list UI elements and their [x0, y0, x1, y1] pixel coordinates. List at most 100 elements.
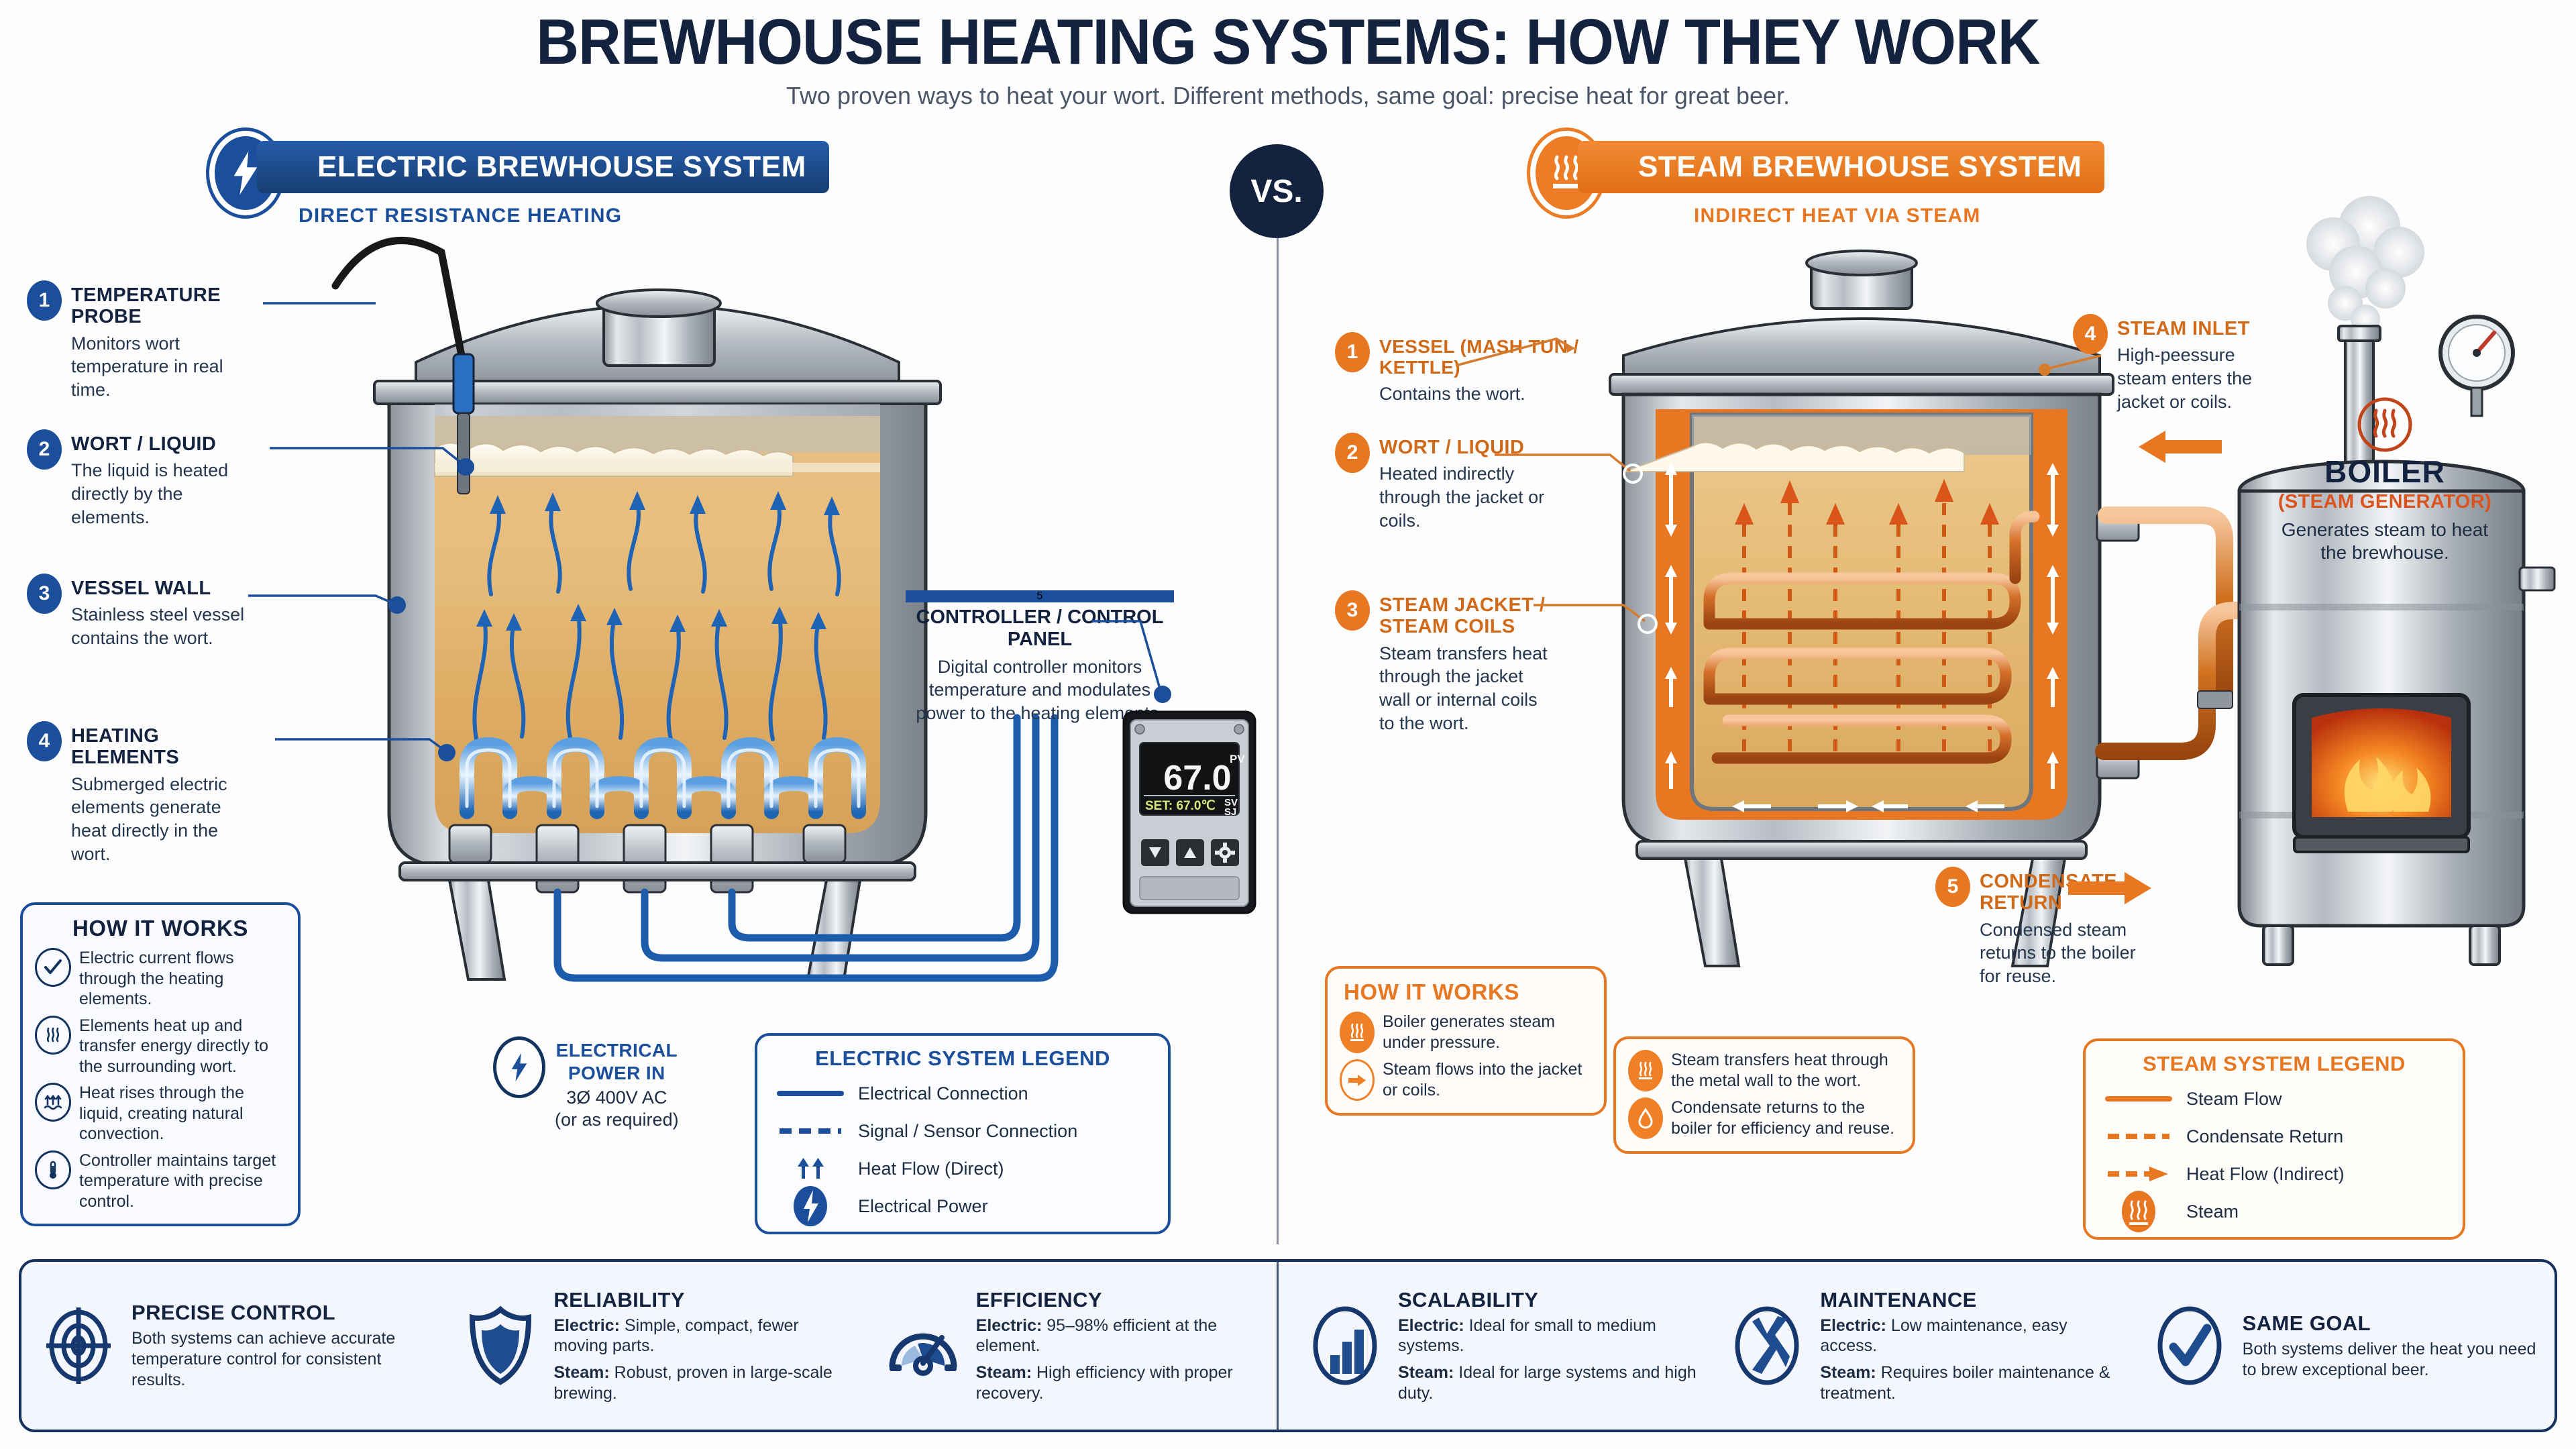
- how-it-works-item: Controller maintains target temperature …: [35, 1150, 286, 1212]
- controller-panel[interactable]: 67.0 PV SET: 67.0℃ SV SJ: [1122, 708, 1256, 916]
- electric-callout-3: 3 VESSEL WALL Stainless steel vessel con…: [27, 574, 248, 650]
- comparison-line: Robust, proven in large-scale brewing.: [553, 1363, 833, 1403]
- callout-title: WORT / LIQUID: [71, 433, 217, 455]
- thermometer-icon: [35, 1150, 71, 1189]
- legend-label: Electrical Power: [858, 1195, 988, 1216]
- callout-body: Condensed steam returns to the boiler fo…: [1980, 919, 2136, 987]
- steam-callout-3: 3 STEAM JACKET / STEAM COILS Steam trans…: [1335, 590, 1556, 735]
- droplet-icon: [1628, 1097, 1663, 1139]
- controller-sv-label2: SJ: [1224, 806, 1236, 818]
- callout-number: 4: [2073, 314, 2108, 354]
- comparison-line: 95–98% efficient at the element.: [975, 1316, 1218, 1356]
- heat-waves-icon: [1340, 1012, 1375, 1053]
- callout-body: High-peessure steam enters the jacket or…: [2117, 345, 2253, 412]
- electric-badge-bar: ELECTRIC BREWHOUSE SYSTEM: [257, 141, 829, 193]
- comparison-line-bold: Electric:: [975, 1316, 1042, 1335]
- comparison-line-bold: Steam:: [1820, 1363, 1876, 1382]
- steam-badge-bar: STEAM BREWHOUSE SYSTEM: [1578, 141, 2105, 193]
- legend-heading: STEAM SYSTEM LEGEND: [2143, 1052, 2406, 1075]
- callout-body: The liquid is heated directly by the ele…: [71, 460, 229, 527]
- electric-vessel-illustration: [331, 236, 1059, 982]
- electrical-power-in: ELECTRICAL POWER IN 3Ø 400V AC (or as re…: [493, 1036, 735, 1130]
- power-in-title-1: ELECTRICAL: [555, 1040, 678, 1061]
- steam-badge-title: STEAM BREWHOUSE SYSTEM: [1638, 150, 2082, 183]
- callout-number: 5: [906, 590, 1174, 602]
- comparison-line-bold: Electric:: [1820, 1316, 1886, 1335]
- how-it-works-text: Steam transfers heat through the metal w…: [1671, 1051, 1888, 1090]
- callout-number: 2: [27, 429, 62, 470]
- check-circle-icon: [35, 948, 71, 987]
- boiler-name: BOILER: [2324, 454, 2445, 489]
- solid-line-icon: [773, 1080, 847, 1107]
- comparison-line-bold: Steam:: [975, 1363, 1032, 1382]
- steam-badge-icon: [2102, 1191, 2176, 1232]
- how-it-works-text: Controller maintains target temperature …: [79, 1150, 276, 1211]
- legend-row: Electrical Power: [773, 1186, 1152, 1226]
- check-circle-icon: [2150, 1303, 2229, 1389]
- comparison-bar-divider: [1277, 1259, 1279, 1432]
- comparison-line: High efficiency with proper recovery.: [975, 1363, 1233, 1403]
- comparison-item-reliability: RELIABILITY Electric: Simple, compact, f…: [443, 1262, 865, 1430]
- comparison-item-efficiency: EFFICIENCY Electric: 95–98% efficient at…: [866, 1262, 1288, 1430]
- legend-row: Steam: [2102, 1191, 2447, 1232]
- how-it-works-heading: HOW IT WORKS: [1344, 979, 1519, 1004]
- boiler-subname: (STEAM GENERATOR): [2277, 491, 2492, 513]
- controller-sv-value: SET: 67.0℃: [1145, 799, 1216, 813]
- heat-waves-icon: [35, 1015, 71, 1055]
- dashed-line-icon: [2102, 1123, 2176, 1150]
- triangle-up-icon: [1184, 847, 1196, 858]
- steam-leader-lines: [1455, 337, 2102, 634]
- callout-number: 3: [27, 574, 62, 614]
- comparison-title: MAINTENANCE: [1820, 1287, 1977, 1311]
- comparison-line-bold: Steam:: [553, 1363, 610, 1382]
- callout-title: TEMPERATURE PROBE: [71, 284, 221, 328]
- legend-row: Steam Flow: [2102, 1085, 2447, 1112]
- steam-callout-1: 1 VESSEL (MASH TUN / KETTLE) Contains th…: [1335, 332, 1617, 405]
- boiler-illustration: [2237, 196, 2556, 966]
- power-in-title-2: POWER IN: [568, 1062, 665, 1083]
- how-it-works-item: Elements heat up and transfer energy dir…: [35, 1015, 286, 1077]
- callout-body: Steam transfers heat through the jacket …: [1379, 643, 1548, 733]
- comparison-line: Requires boiler maintenance & treatment.: [1820, 1363, 2110, 1403]
- wrench-icon: [1727, 1303, 1807, 1389]
- comparison-line-bold: Electric:: [1397, 1316, 1464, 1335]
- arrow-right-circle-icon: [1340, 1059, 1375, 1101]
- callout-number: 3: [1335, 590, 1370, 631]
- electric-callout-4: 4 HEATING ELEMENTS Submerged electric el…: [27, 721, 248, 865]
- callout-title: HEATING ELEMENTS: [71, 725, 180, 769]
- callout-body: Contains the wort.: [1379, 383, 1525, 404]
- comparison-line: Ideal for large systems and high duty.: [1397, 1363, 1697, 1403]
- steam-plume: [2306, 196, 2424, 346]
- callout-number: 1: [27, 280, 62, 321]
- shield-icon: [461, 1303, 540, 1389]
- electric-callout-2: 2 WORT / LIQUID The liquid is heated dir…: [27, 429, 248, 529]
- how-it-works-text: Steam flows into the jacket or coils.: [1383, 1060, 1582, 1099]
- screw-icon: [1234, 724, 1244, 735]
- lightning-bolt-icon: [233, 151, 258, 195]
- legend-label: Steam: [2186, 1201, 2239, 1222]
- comparison-line-bold: Steam:: [1397, 1363, 1454, 1382]
- versus-badge: VS.: [1230, 144, 1324, 238]
- legend-heading: ELECTRIC SYSTEM LEGEND: [815, 1046, 1110, 1070]
- legend-row: Electrical Connection: [773, 1080, 1152, 1107]
- callout-body: Submerged electric elements generate hea…: [71, 773, 227, 864]
- callout-body: Stainless steel vessel contains the wort…: [71, 604, 245, 649]
- electric-how-it-works: HOW IT WORKS Electric current flows thro…: [20, 902, 301, 1226]
- comparison-line: Ideal for small to medium systems.: [1397, 1316, 1656, 1356]
- legend-row: Heat Flow (Direct): [773, 1155, 1152, 1182]
- legend-label: Condensate Return: [2186, 1126, 2344, 1146]
- lightning-bolt-icon: [493, 1036, 545, 1098]
- how-it-works-text: Condensate returns to the boiler for eff…: [1671, 1098, 1895, 1138]
- how-it-works-item: Condensate returns to the boiler for eff…: [1628, 1097, 1900, 1139]
- comparison-line: Simple, compact, fewer moving parts.: [553, 1316, 799, 1356]
- gear-icon: [1215, 843, 1235, 863]
- callout-title: STEAM INLET: [2117, 318, 2250, 339]
- steam-vessel-illustration: [1609, 250, 2140, 967]
- callout-body: Heated indirectly through the jacket or …: [1379, 464, 1545, 531]
- controller-sv-label: SV: [1224, 797, 1238, 808]
- comparison-title: PRECISE CONTROL: [131, 1301, 335, 1325]
- comparison-line: Low maintenance, easy access.: [1820, 1316, 2068, 1356]
- solid-line-icon: [2102, 1085, 2176, 1112]
- steam-callout-5: 5 CONDENSATE RETURN Condensed steam retu…: [1935, 867, 2157, 988]
